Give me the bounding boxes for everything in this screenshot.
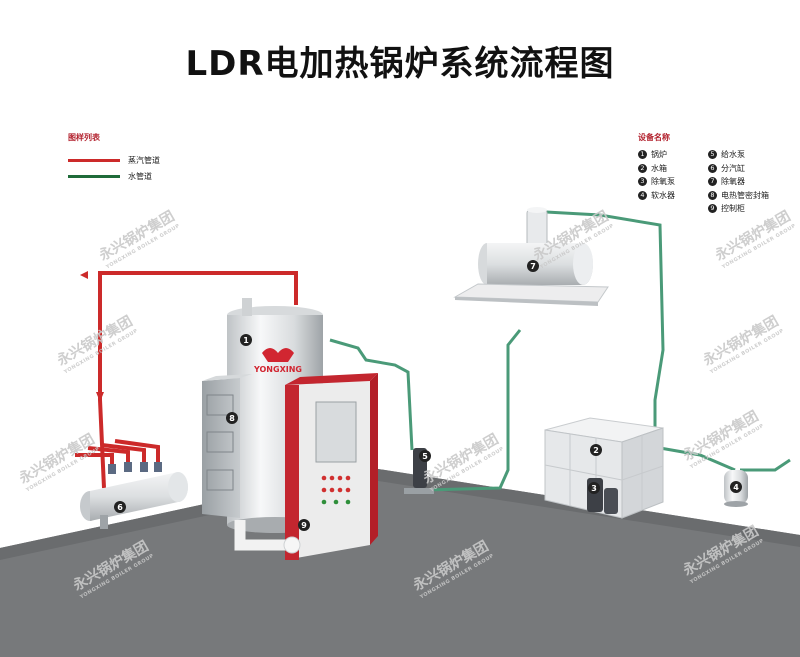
- svg-text:6: 6: [117, 503, 123, 512]
- equipment-header: 设备名称: [638, 133, 670, 142]
- marker-control-cabinet: 9: [298, 519, 310, 531]
- floor-edge: [0, 468, 800, 560]
- deaerator-pump-2: [604, 488, 618, 514]
- legend-label-steam: 蒸汽管道: [128, 155, 160, 165]
- steam-main-pipe: [98, 271, 298, 489]
- pump-to-deaerator: [424, 329, 522, 492]
- svg-text:4: 4: [733, 483, 739, 492]
- water-pipes: [329, 210, 791, 492]
- svg-text:5: 5: [422, 452, 428, 461]
- water-line-swatch: [68, 174, 120, 178]
- deaerator-tank: [487, 243, 593, 285]
- boiler-drain-pipe: [234, 520, 290, 551]
- legend-label-water: 水管道: [128, 171, 152, 181]
- page-title: LDR电加热锅炉系统流程图: [185, 44, 615, 84]
- steam-outlet-1: [75, 453, 114, 468]
- legend-item-water: 水管道: [68, 168, 160, 184]
- svg-text:8: 8: [229, 414, 235, 423]
- boiler-brand: YONGXING: [253, 365, 302, 374]
- marker-water-tank: 2: [590, 444, 602, 456]
- marker-deaerator-pump: 3: [588, 482, 600, 494]
- marker-distributor: 6: [114, 501, 126, 513]
- steam-arrow: [80, 271, 88, 279]
- svg-text:3: 3: [591, 484, 597, 493]
- steam-arrow: [96, 392, 104, 402]
- brand-logo-icon: [262, 348, 294, 362]
- distributor-valves: [108, 462, 162, 474]
- marker-softener: 4: [730, 481, 742, 493]
- legend-header: 图样列表: [68, 133, 100, 142]
- svg-text:7: 7: [530, 262, 536, 271]
- feed-pipe-boiler: [329, 338, 414, 451]
- marker-feed-pump: 5: [419, 450, 431, 462]
- svg-text:2: 2: [593, 446, 599, 455]
- legend-item-steam: 蒸汽管道: [68, 152, 160, 168]
- marker-boiler: 1: [240, 334, 252, 346]
- marker-deaerator: 7: [527, 260, 539, 272]
- svg-text:9: 9: [301, 521, 307, 530]
- svg-text:1: 1: [243, 336, 249, 345]
- tank-to-softener: [659, 446, 736, 472]
- marker-heating-box: 8: [226, 412, 238, 424]
- deaerator-to-tank: [545, 210, 665, 480]
- pipe-legend: 图样列表 蒸汽管道 水管道: [68, 132, 160, 184]
- heating-tube-box: [202, 378, 240, 518]
- softener-inlet: [740, 458, 791, 472]
- steam-line-swatch: [68, 158, 120, 162]
